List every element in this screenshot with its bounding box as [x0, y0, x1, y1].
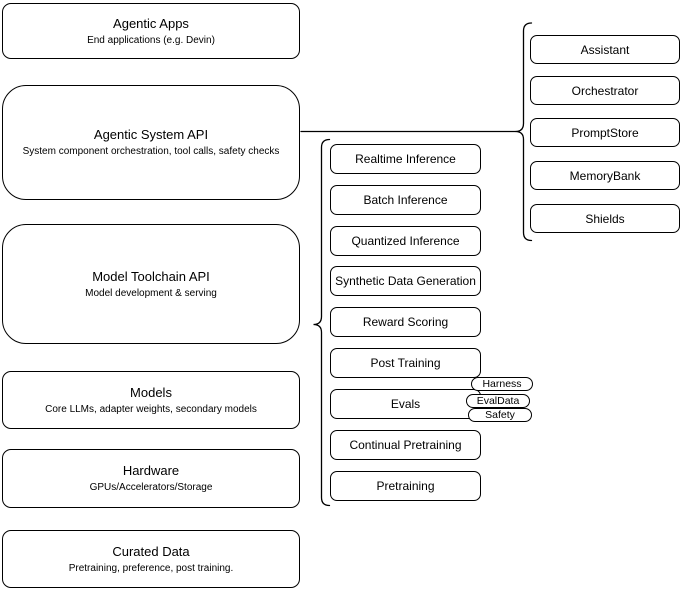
box-synthetic-data-generation: Synthetic Data Generation	[330, 266, 481, 296]
box-label: Evals	[390, 397, 421, 411]
box-orchestrator: Orchestrator	[530, 76, 680, 105]
box-models: Models Core LLMs, adapter weights, secon…	[2, 371, 300, 429]
box-label: Reward Scoring	[362, 315, 449, 329]
box-title: Models	[130, 384, 172, 400]
box-realtime-inference: Realtime Inference	[330, 144, 481, 174]
box-continual-pretraining: Continual Pretraining	[330, 430, 481, 460]
box-title: Agentic Apps	[113, 15, 189, 31]
box-label: PromptStore	[571, 125, 639, 140]
box-evals: Evals	[330, 389, 481, 419]
box-subtitle: GPUs/Accelerators/Storage	[89, 482, 213, 493]
box-label: Orchestrator	[571, 83, 639, 98]
box-subtitle: System component orchestration, tool cal…	[22, 146, 280, 157]
box-label: MemoryBank	[569, 168, 641, 183]
box-label: Synthetic Data Generation	[335, 274, 476, 288]
box-agentic-apps: Agentic Apps End applications (e.g. Devi…	[2, 3, 300, 59]
box-reward-scoring: Reward Scoring	[330, 307, 481, 337]
box-title: Model Toolchain API	[92, 268, 210, 284]
system-components-brace	[515, 22, 533, 242]
box-agentic-system-api: Agentic System API System component orch…	[2, 85, 300, 200]
box-label: Quantized Inference	[351, 234, 460, 248]
box-title: Agentic System API	[93, 127, 209, 142]
pill-harness: Harness	[471, 377, 533, 391]
box-label: Shields	[585, 211, 625, 226]
box-label: Post Training	[370, 356, 441, 370]
box-pretraining: Pretraining	[330, 471, 481, 501]
box-label: Realtime Inference	[355, 152, 456, 166]
box-label: Continual Pretraining	[349, 438, 462, 452]
box-model-toolchain-api: Model Toolchain API Model development & …	[2, 224, 300, 344]
toolchain-services-brace	[313, 138, 331, 507]
box-label: Assistant	[580, 42, 630, 57]
box-subtitle: End applications (e.g. Devin)	[87, 34, 215, 46]
box-batch-inference: Batch Inference	[330, 185, 481, 215]
pill-label: Safety	[485, 409, 515, 421]
box-title: Hardware	[122, 463, 180, 478]
pill-label: Harness	[482, 378, 522, 390]
pill-safety: Safety	[468, 408, 532, 422]
box-memorybank: MemoryBank	[530, 161, 680, 190]
box-subtitle: Core LLMs, adapter weights, secondary mo…	[45, 403, 257, 415]
box-subtitle: Model development & serving	[85, 287, 217, 299]
pill-evaldata: EvalData	[466, 394, 530, 408]
box-label: Batch Inference	[363, 193, 448, 207]
box-curated-data: Curated Data Pretraining, preference, po…	[2, 530, 300, 588]
box-title: Curated Data	[112, 543, 190, 559]
box-shields: Shields	[530, 204, 680, 233]
box-post-training: Post Training	[330, 348, 481, 378]
box-hardware: Hardware GPUs/Accelerators/Storage	[2, 449, 300, 508]
box-assistant: Assistant	[530, 35, 680, 64]
pill-label: EvalData	[476, 395, 520, 407]
box-label: Pretraining	[376, 479, 435, 493]
box-subtitle: Pretraining, preference, post training.	[68, 562, 234, 574]
box-promptstore: PromptStore	[530, 118, 680, 147]
box-quantized-inference: Quantized Inference	[330, 226, 481, 256]
